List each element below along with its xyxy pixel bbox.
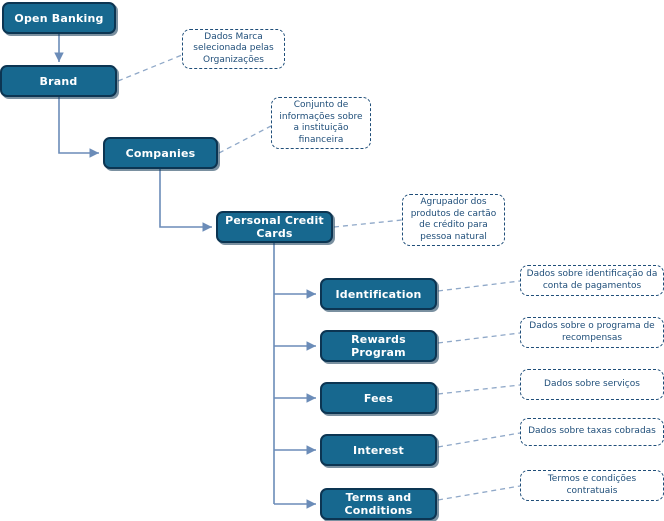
leader-terms-and-conditions-note (437, 485, 521, 501)
connector-brand-companies (58, 97, 99, 158)
node-fees[interactable]: Fees (320, 382, 437, 414)
note-fees: Dados sobre serviços (520, 369, 664, 400)
node-identification[interactable]: Identification (320, 278, 437, 310)
leader-interest-note (437, 432, 521, 448)
note-text: Dados sobre serviços (544, 378, 640, 389)
note-text: Agrupador dos produtos de cartão de créd… (410, 197, 497, 242)
node-interest[interactable]: Interest (320, 434, 437, 466)
node-label: Personal Credit Cards (225, 214, 324, 240)
note-text: Dados sobre taxas cobradas (528, 426, 656, 437)
note-interest: Dados sobre taxas cobradas (520, 418, 664, 446)
node-terms-and-conditions[interactable]: Terms and Conditions (320, 488, 437, 520)
node-label: Identification (335, 287, 422, 301)
node-label: Open Banking (14, 11, 104, 25)
node-personal-credit-cards[interactable]: Personal Credit Cards (216, 211, 333, 243)
leader-identification-note (437, 280, 521, 292)
node-label: Fees (363, 391, 394, 405)
node-brand[interactable]: Brand (0, 65, 117, 97)
note-text: Conjunto de informações sobre a institui… (279, 100, 363, 145)
node-label: Interest (353, 443, 404, 457)
note-personal-credit-cards: Agrupador dos produtos de cartão de créd… (402, 194, 505, 246)
leader-fees-note (437, 384, 521, 395)
node-open-banking[interactable]: Open Banking (2, 2, 116, 34)
node-companies[interactable]: Companies (103, 137, 218, 169)
note-rewards-program: Dados sobre o programa de recompensas (520, 317, 664, 348)
connector-companies-personalcreditcards (159, 169, 212, 232)
leader-rewards-program-note (437, 332, 521, 344)
node-label: Terms and Conditions (344, 491, 413, 517)
note-text: Termos e condições contratuais (547, 474, 637, 496)
note-identification: Dados sobre identificação da conta de pa… (520, 265, 664, 296)
leader-companies-note (218, 125, 272, 154)
note-terms-and-conditions: Termos e condições contratuais (520, 470, 664, 501)
node-rewards-program[interactable]: Rewards Program (320, 330, 437, 362)
note-text: Dados sobre identificação da conta de pa… (526, 269, 658, 291)
note-text: Dados Marca selecionada pelas Organizaçõ… (193, 31, 274, 65)
node-label: Companies (125, 146, 196, 160)
note-companies: Conjunto de informações sobre a institui… (271, 97, 371, 149)
leader-brand-note (117, 54, 183, 82)
node-label: Rewards Program (351, 333, 406, 359)
leader-personalcreditcards-note (333, 219, 403, 228)
note-text: Dados sobre o programa de recompensas (529, 321, 655, 343)
note-brand: Dados Marca selecionada pelas Organizaçõ… (182, 29, 285, 69)
node-label: Brand (39, 74, 78, 88)
